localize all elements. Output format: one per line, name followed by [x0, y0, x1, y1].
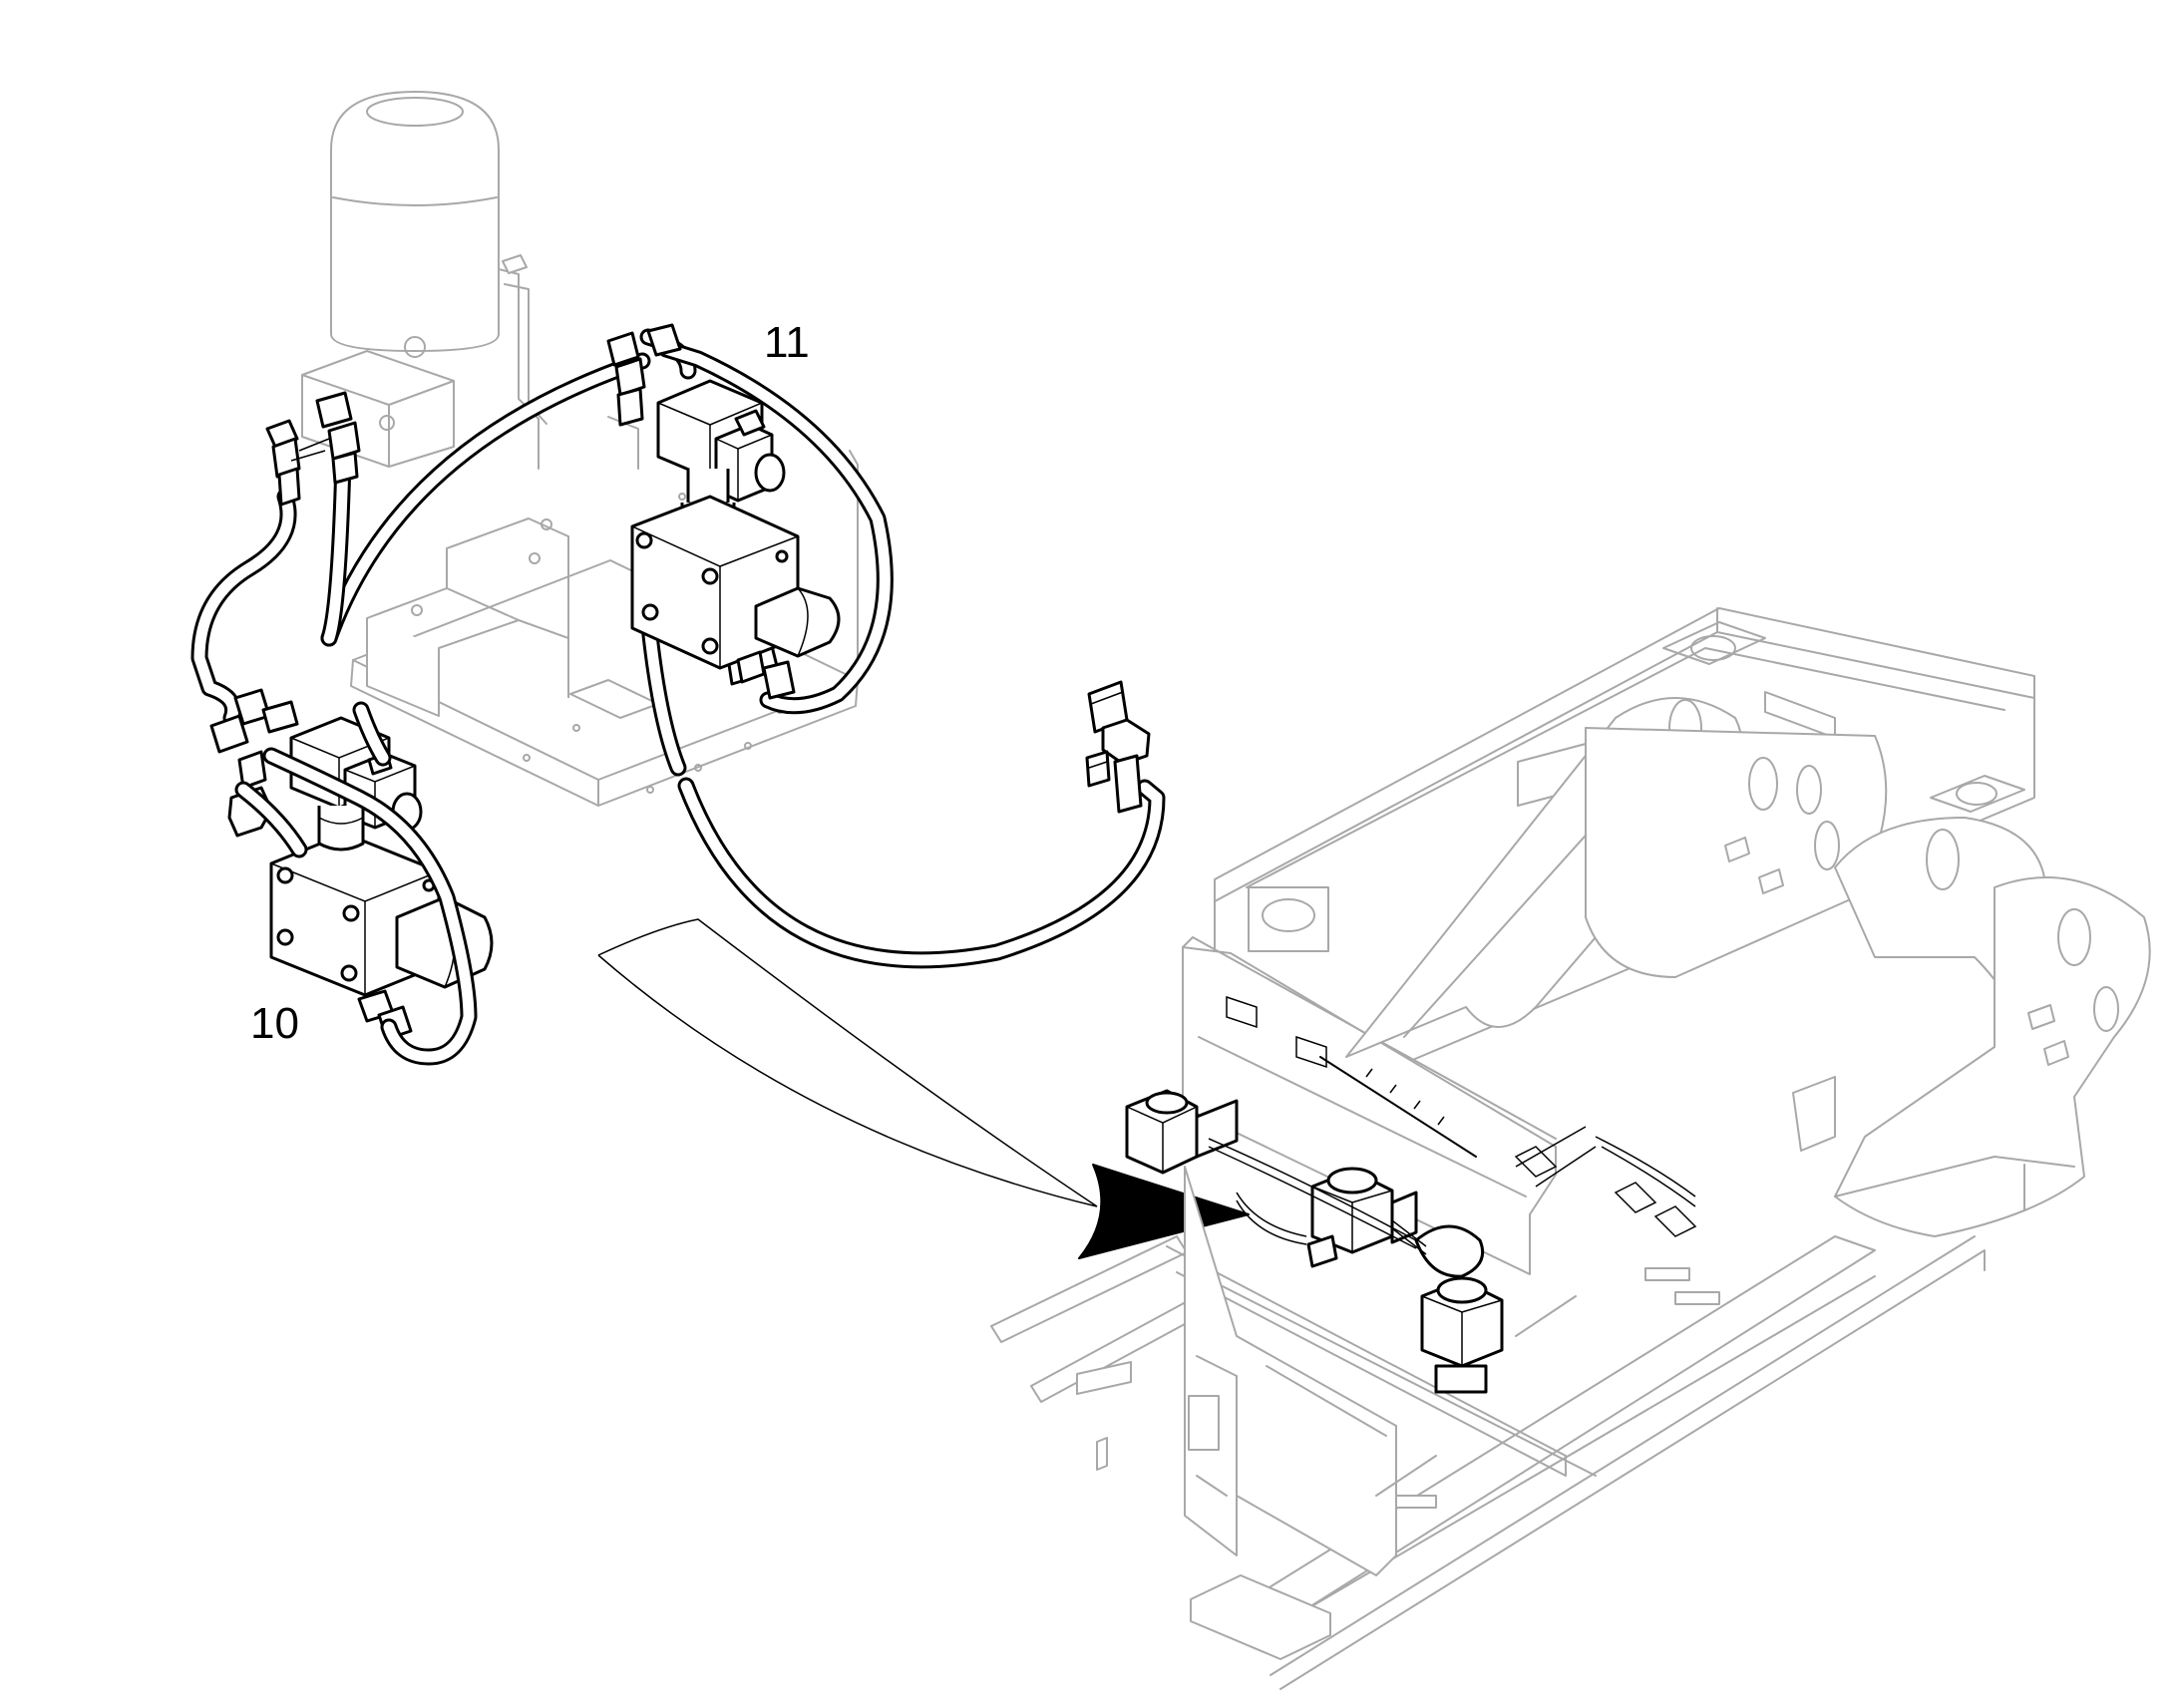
upper-hydraulic-hoses: [190, 328, 1166, 969]
lower-hoses-10: [234, 701, 478, 1066]
installed-components: [1125, 995, 1697, 1394]
accumulator-tank: [330, 91, 547, 470]
control-block-11: [630, 495, 841, 684]
callout-item-10: 10: [250, 999, 299, 1048]
fittings-left: [265, 391, 361, 507]
free-hose-end-fittings: [1085, 680, 1151, 814]
machine-frame: [990, 607, 2151, 1690]
location-arrow: [597, 918, 1250, 1259]
callout-item-11: 11: [764, 318, 810, 367]
